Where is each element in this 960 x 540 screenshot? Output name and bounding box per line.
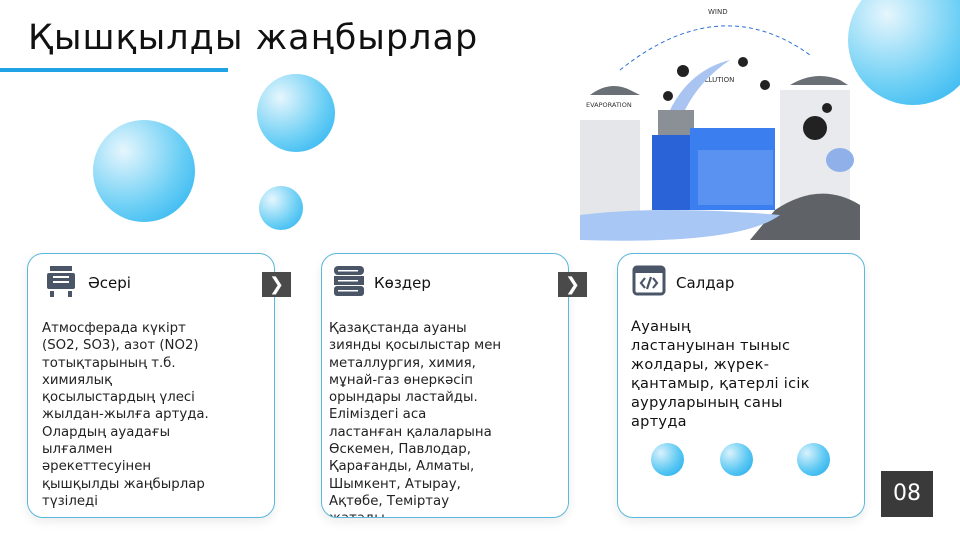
transformer-icon (47, 266, 75, 297)
evaporation-label: EVAPORATION (586, 101, 632, 109)
card-heading: Көздер (374, 274, 431, 292)
code-window-icon (632, 265, 666, 296)
card-consequences: Салдар Ауаның ластануынан тыныс жолдары,… (617, 253, 865, 518)
page-title: Қышқылды жаңбырлар (28, 18, 479, 58)
page-number: 08 (881, 471, 933, 517)
card-body: Қазақстанда ауаны зиянды қосылыстар мен … (329, 321, 502, 517)
decor-dot (720, 443, 753, 476)
next-arrow-button[interactable]: ❯ (262, 272, 291, 297)
decor-circle-small (259, 186, 303, 230)
card-sources: Көздер Қазақстанда ауаны зиянды қосылыст… (321, 253, 569, 518)
card-effect: Әсері Атмосферада күкірт (SO2, SO3), азо… (27, 253, 275, 518)
card-heading: Салдар (676, 274, 735, 292)
card-body: Атмосферада күкірт (SO2, SO3), азот (NO2… (42, 321, 209, 509)
server-icon (334, 266, 364, 296)
decor-circle-medium (257, 74, 335, 152)
pollution-label: POLLUTION (695, 76, 734, 84)
card-body: Ауаның ластануынан тыныс жолдары, жүрек-… (631, 319, 810, 430)
title-underline (0, 68, 228, 72)
card-heading: Әсері (88, 274, 131, 292)
acid-rain-illustration: WIND POLLUTION EVAPORATION (580, 8, 860, 241)
next-arrow-button[interactable]: ❯ (558, 272, 587, 297)
decor-dot (651, 443, 684, 476)
decor-dot (797, 443, 830, 476)
decor-circle-large (93, 120, 195, 222)
wind-label: WIND (708, 8, 728, 16)
